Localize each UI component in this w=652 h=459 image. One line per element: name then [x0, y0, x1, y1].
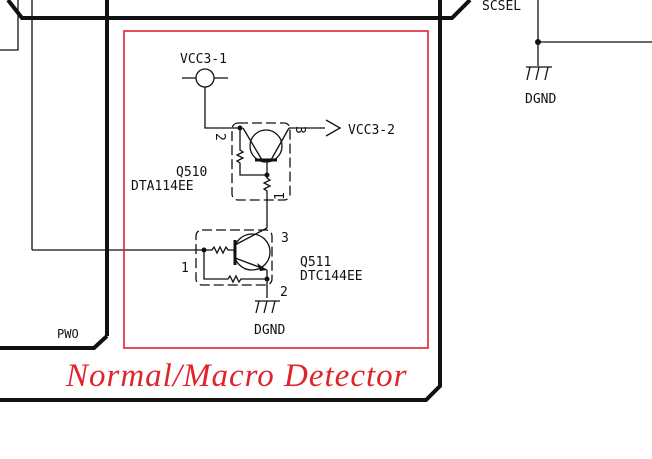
- net-label-vcc3-1: VCC3-1: [180, 52, 227, 67]
- q510-pin3: 3: [292, 126, 307, 134]
- net-label-scsel: SCSEL: [482, 0, 521, 14]
- q511-ref: Q511: [300, 255, 331, 270]
- q511-part: DTC144EE: [300, 269, 363, 284]
- q510-pin1: 1: [273, 192, 288, 200]
- q510-part: DTA114EE: [131, 179, 194, 194]
- q510-ref: Q510: [176, 165, 207, 180]
- highlight-box: [123, 30, 429, 349]
- junction-dot: [264, 276, 270, 282]
- wires: [0, 0, 652, 251]
- detector-title: Normal/Macro Detector: [65, 358, 407, 394]
- q511-pin2: 2: [280, 285, 288, 300]
- ground-label-bottom: DGND: [254, 323, 285, 338]
- emitter-arrow-icon: [257, 263, 267, 271]
- junction-dot: [535, 39, 541, 45]
- block-outline: [0, 0, 472, 402]
- q511-pin3: 3: [281, 231, 289, 246]
- transistor-q510: [231, 119, 342, 228]
- net-label-pwo: PWO: [57, 327, 79, 341]
- q511-pin1: 1: [181, 261, 189, 276]
- ground-label-right: DGND: [525, 92, 556, 107]
- transistor-q511: [195, 227, 273, 298]
- junction-dot: [264, 172, 270, 178]
- junction-dot: [237, 125, 243, 131]
- ground-symbol-bottom: [255, 300, 280, 314]
- vcc3-1-terminal: [182, 68, 240, 129]
- junction-dot: [201, 247, 207, 253]
- ground-symbol-right: [526, 66, 552, 81]
- net-label-vcc3-2: VCC3-2: [348, 123, 395, 138]
- q510-pin2: 2: [212, 133, 227, 141]
